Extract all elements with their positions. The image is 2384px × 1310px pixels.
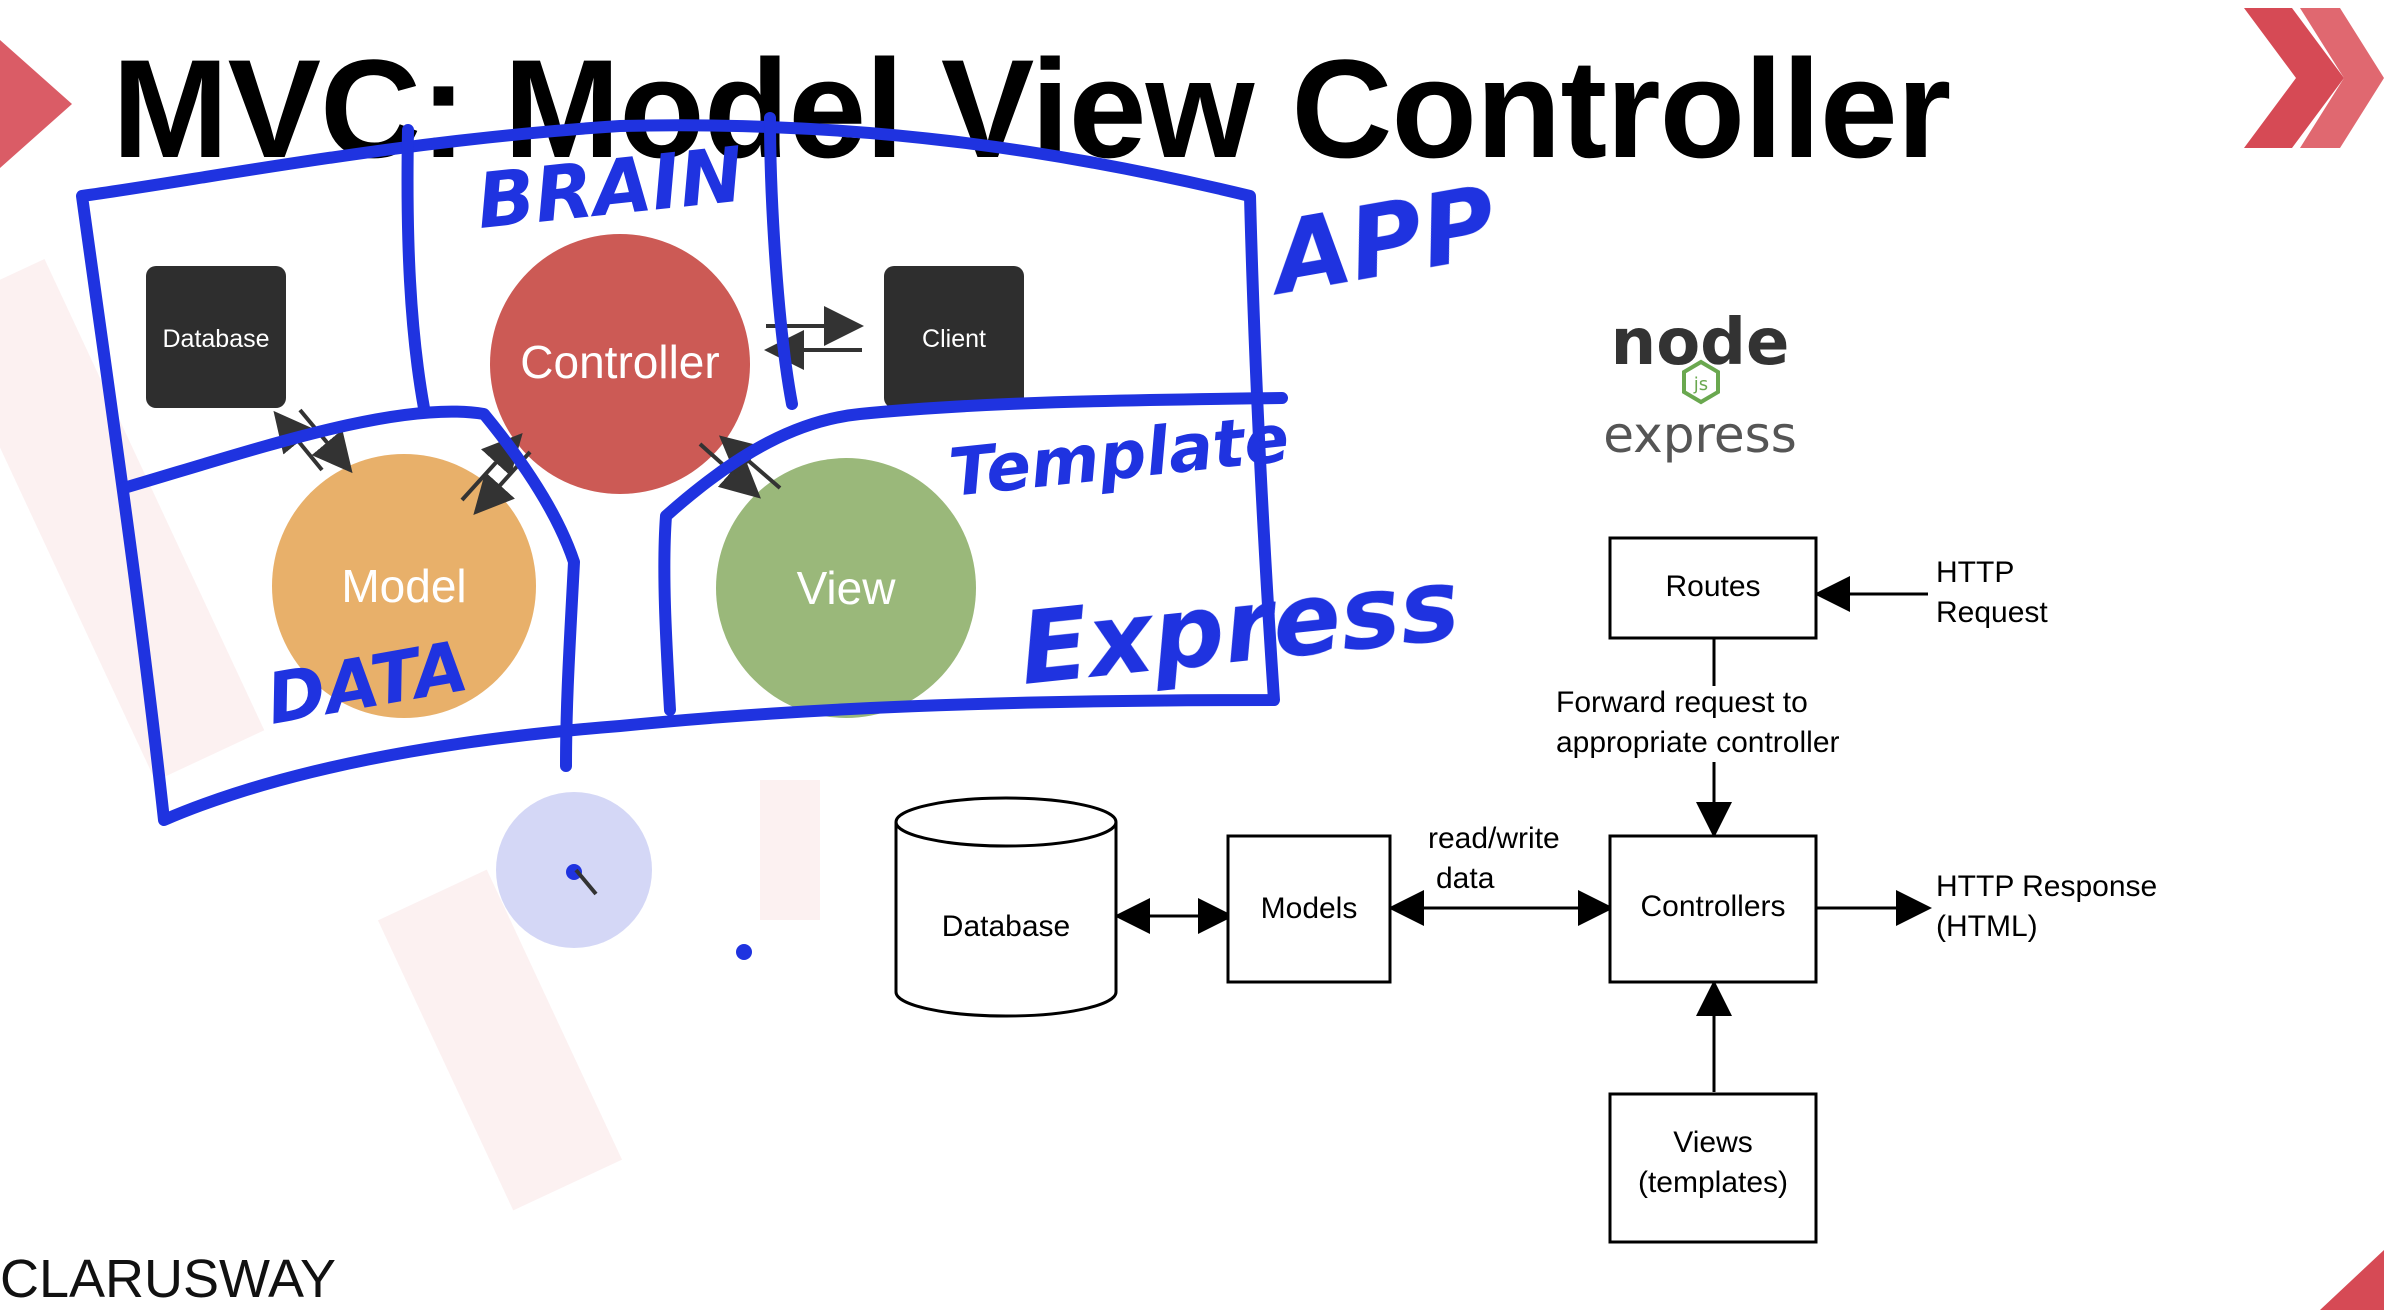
http-response-label-line2: (HTML) <box>1936 910 2038 943</box>
client-box <box>884 266 1024 408</box>
controller-circle <box>490 234 750 494</box>
double-chevron-icon <box>2244 8 2384 148</box>
routes-box <box>1608 536 1818 640</box>
http-request-label-line1: HTTP <box>1936 556 2014 589</box>
handwriting-express: Express <box>1014 545 1464 707</box>
watermark <box>0 259 820 1211</box>
views-label-line1: Views <box>1673 1126 1752 1159</box>
client-box-label: Client <box>922 325 986 353</box>
node-logo-text: node <box>1611 306 1790 380</box>
handwritten-outlines <box>76 112 1288 826</box>
slide-title: MVC: Model View Controller <box>112 30 1951 187</box>
corner-decoration <box>2320 1250 2384 1310</box>
controllers-box <box>1608 834 1818 984</box>
database-box-label: Database <box>162 325 269 353</box>
read-write-label-line2: data <box>1436 862 1495 895</box>
database-cylinder <box>894 796 1118 1018</box>
pointer-icon <box>566 864 598 896</box>
models-label: Models <box>1261 892 1358 925</box>
views-label-line2: (templates) <box>1638 1166 1788 1199</box>
routes-label: Routes <box>1665 570 1760 603</box>
controllers-label: Controllers <box>1640 890 1785 923</box>
js-logo-text: js <box>1693 374 1708 395</box>
models-box <box>1226 834 1392 984</box>
ink-dot <box>736 944 752 960</box>
forward-label-line2: appropriate controller <box>1556 726 1840 759</box>
view-circle <box>716 458 976 718</box>
http-response-label-line1: HTTP Response <box>1936 870 2157 903</box>
read-write-label-line1: read/write <box>1428 822 1560 855</box>
database-box <box>146 266 286 408</box>
node-express-logo: node js express <box>1603 306 1797 464</box>
forward-label-line1: Forward request to <box>1556 686 1808 719</box>
handwriting-template: Template <box>946 400 1293 512</box>
model-circle-label: Model <box>341 560 466 612</box>
database-cylinder-label: Database <box>942 910 1070 943</box>
model-circle <box>272 454 536 718</box>
express-logo-text: express <box>1603 406 1797 464</box>
views-box <box>1608 1092 1818 1244</box>
view-circle-label: View <box>797 562 897 614</box>
left-chevron-decoration <box>0 40 72 168</box>
http-request-label-line2: Request <box>1936 596 2048 629</box>
handwriting-app: APP <box>1257 164 1505 319</box>
controller-circle-label: Controller <box>520 336 719 388</box>
handwriting-brain: BRAIN <box>473 129 748 245</box>
flow-lines <box>1114 576 1932 1092</box>
brand-wordmark: CLARUSWAY <box>0 1249 337 1309</box>
